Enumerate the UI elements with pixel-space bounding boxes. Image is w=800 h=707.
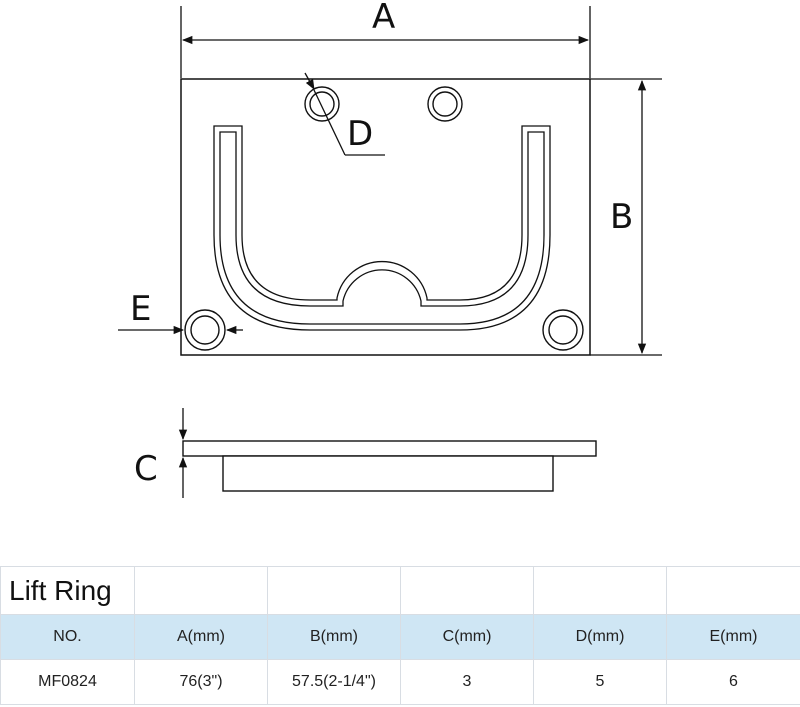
- table-header-row: NO. A(mm) B(mm) C(mm) D(mm) E(mm): [0, 614, 800, 660]
- mounting-hole-top-right: [427, 86, 463, 122]
- cell-e: 6: [666, 659, 800, 705]
- dimension-d-label: D: [347, 114, 373, 154]
- dimension-b-label: B: [610, 197, 633, 237]
- header-d: D(mm): [533, 614, 667, 660]
- cell-d: 5: [533, 659, 667, 705]
- table-title: Lift Ring: [0, 566, 135, 615]
- header-no: NO.: [0, 614, 135, 660]
- header-b: B(mm): [267, 614, 401, 660]
- cell-b: 57.5(2-1/4"): [267, 659, 401, 705]
- header-a: A(mm): [134, 614, 268, 660]
- dimension-b: [590, 78, 662, 356]
- dimension-a-label: A: [372, 0, 395, 37]
- dimension-a: [180, 6, 591, 78]
- spec-table: Lift Ring NO. A(mm) B(mm) C(mm) D(mm) E(…: [0, 566, 800, 705]
- ring-handle: [213, 125, 551, 331]
- table-title-row: Lift Ring: [0, 566, 800, 615]
- mounting-hole-bottom-left: [184, 309, 226, 351]
- dimension-e-label: E: [130, 289, 151, 329]
- dimension-d-leader: [304, 72, 385, 156]
- mounting-hole-bottom-right: [542, 309, 584, 351]
- mounting-hole-top-left: [304, 86, 340, 122]
- cell-a: 76(3"): [134, 659, 268, 705]
- table-row: MF0824 76(3") 57.5(2-1/4") 3 5 6: [0, 659, 800, 705]
- cell-no: MF0824: [0, 659, 135, 705]
- dimension-c-label: C: [134, 449, 158, 489]
- cell-c: 3: [400, 659, 534, 705]
- lift-ring-technical-drawing: A B D E C: [118, 0, 662, 498]
- side-view-ring: [222, 455, 554, 492]
- side-view-plate: [182, 440, 597, 457]
- header-e: E(mm): [666, 614, 800, 660]
- header-c: C(mm): [400, 614, 534, 660]
